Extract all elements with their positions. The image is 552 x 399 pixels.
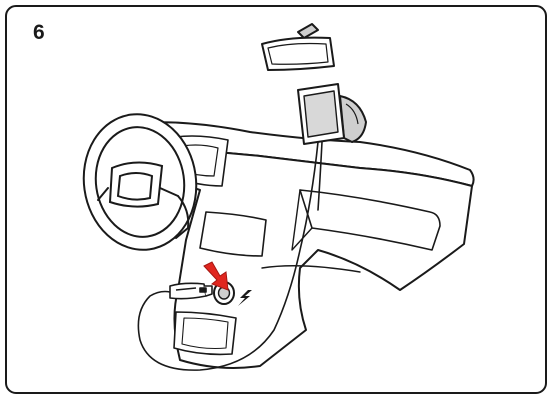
power-socket [213, 281, 235, 305]
step-number: 6 [33, 21, 45, 44]
lightning-bolt-icon [238, 290, 252, 306]
rear-view-mirror [261, 23, 335, 71]
dashboard [127, 121, 475, 369]
power-cable [137, 141, 323, 371]
insert-arrow [203, 261, 229, 291]
gps-device [297, 83, 367, 145]
steering-wheel [82, 113, 198, 251]
car-charger-plug [169, 282, 213, 300]
